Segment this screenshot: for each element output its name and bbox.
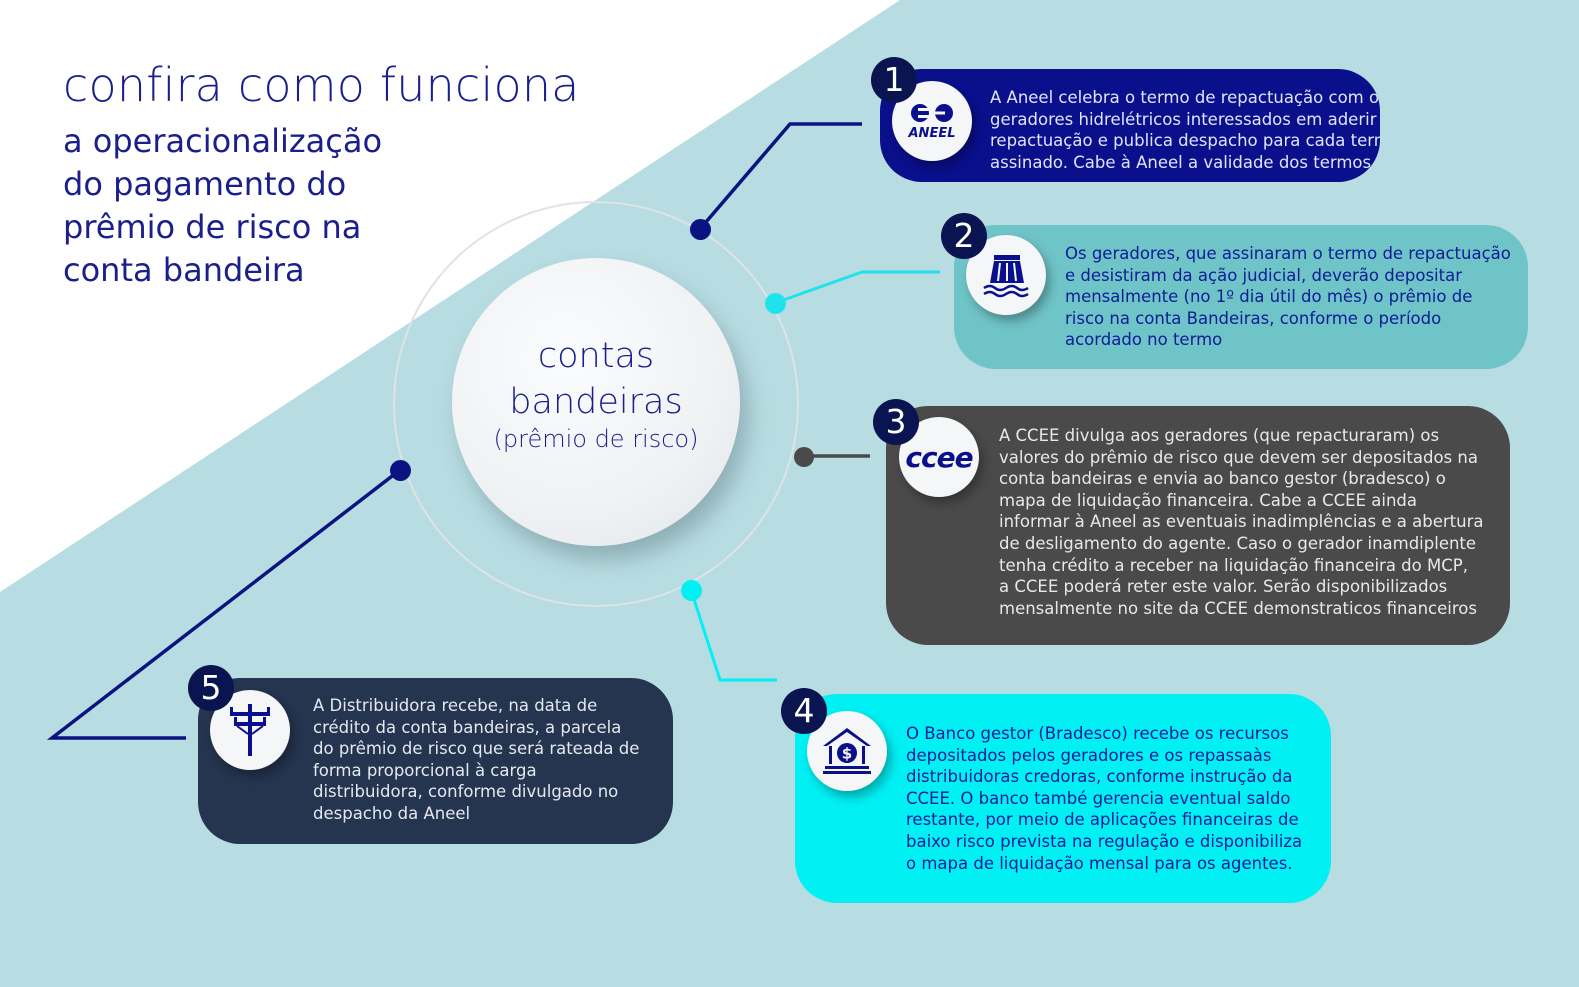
orbit-ring bbox=[393, 201, 799, 607]
step-text-line: mensalmente (no 1º dia útil do mês) o pr… bbox=[1065, 287, 1473, 307]
step-text-line: acordado no termo bbox=[1065, 330, 1223, 350]
step-text-line: baixo risco prevista na regulação e disp… bbox=[906, 831, 1303, 851]
center-circle: contas bandeiras (prêmio de risco) bbox=[452, 258, 740, 546]
step-text-line: e desistiram da ação judicial, deverão d… bbox=[1065, 265, 1462, 285]
step-text-2: Os geradores, que assinaram o termo de r… bbox=[1065, 243, 1511, 351]
step-number-1: 1 bbox=[871, 57, 917, 103]
bank-symbol-icon: $ bbox=[823, 728, 871, 774]
step-number-5: 5 bbox=[188, 665, 234, 711]
connector-1 bbox=[698, 122, 862, 231]
svg-text:$: $ bbox=[842, 745, 852, 763]
orbit-dot-2 bbox=[765, 293, 786, 314]
orbit-dot-4 bbox=[681, 580, 702, 601]
step-card-3: A CCEE divulga aos geradores (que repact… bbox=[886, 406, 1510, 645]
step-text-line: informar à Aneel as eventuais inadimplên… bbox=[999, 512, 1484, 532]
step-text-line: despacho da Aneel bbox=[313, 803, 471, 823]
subtitle-line: prêmio de risco na bbox=[63, 208, 362, 246]
step-text-line: tenha crédito a receber na liquidação fi… bbox=[999, 555, 1468, 575]
step-text-line: geradores hidrelétricos interessados em … bbox=[990, 109, 1380, 129]
step-card-2: Os geradores, que assinaram o termo de r… bbox=[954, 225, 1528, 369]
pole-symbol-icon bbox=[230, 704, 270, 756]
step-text-line: depositados pelos geradores e os repassa… bbox=[906, 745, 1272, 765]
page-subtitle: a operacionalização do pagamento do prêm… bbox=[63, 120, 382, 292]
ccee-logo-text: ccee bbox=[905, 440, 973, 474]
step-number-4: 4 bbox=[781, 688, 827, 734]
step-text-line: a CCEE poderá reter este valor. Serão di… bbox=[999, 577, 1448, 597]
center-label-line1: contas bbox=[537, 336, 655, 376]
step-text-3: A CCEE divulga aos geradores (que repact… bbox=[999, 425, 1483, 619]
step-text-line: A Distribuidora recebe, na data de bbox=[313, 696, 598, 715]
step-text-line: o mapa de liquidação mensal para os agen… bbox=[906, 853, 1293, 873]
step-text-line: O Banco gestor (Bradesco) recebe os recu… bbox=[906, 724, 1289, 743]
connector-5 bbox=[46, 468, 402, 740]
step-card-4: O Banco gestor (Bradesco) recebe os recu… bbox=[795, 694, 1331, 903]
step-text-line: do prêmio de risco que será rateada de bbox=[313, 739, 640, 759]
center-label-line3: (prêmio de risco) bbox=[493, 425, 699, 453]
subtitle-line: a operacionalização bbox=[63, 122, 383, 160]
step-text-line: A CCEE divulga aos geradores (que repact… bbox=[999, 426, 1440, 445]
step-text-line: distribuidoras credoras, conforme instru… bbox=[906, 767, 1293, 787]
step-text-4: O Banco gestor (Bradesco) recebe os recu… bbox=[906, 723, 1302, 874]
step-text-line: CCEE. O banco també gerencia eventual sa… bbox=[906, 788, 1291, 808]
orbit-dot-3 bbox=[794, 447, 814, 467]
orbit-dot-1 bbox=[690, 219, 711, 240]
step-text-line: crédito da conta bandeiras, a parcela bbox=[313, 717, 622, 737]
step-text-line: valores do prêmio de risco que devem ser… bbox=[999, 447, 1478, 467]
step-text-1: A Aneel celebra o termo de repactuação c… bbox=[990, 87, 1380, 173]
step-text-line: distribuidora, conforme divulgado no bbox=[313, 782, 619, 802]
center-label-line2: bandeiras bbox=[509, 382, 683, 422]
page-title: confira como funciona bbox=[63, 58, 580, 112]
orbit-dot-5 bbox=[390, 460, 411, 481]
step-text-line: mapa de liquidação financeira. Cabe a CC… bbox=[999, 490, 1418, 510]
step-text-5: A Distribuidora recebe, na data de crédi… bbox=[313, 695, 639, 825]
aneel-symbol-icon bbox=[911, 103, 953, 122]
step-text-line: conta bandeiras e envia ao banco gestor … bbox=[999, 469, 1446, 489]
power-pole-icon bbox=[210, 690, 290, 770]
step-text-line: restante, por meio de aplicações finance… bbox=[906, 810, 1299, 830]
step-text-line: forma proporcional à carga bbox=[313, 760, 537, 780]
subtitle-line: do pagamento do bbox=[63, 165, 347, 203]
step-text-line: repactuação e publica despacho para cada… bbox=[990, 131, 1380, 151]
step-text-line: A Aneel celebra o termo de repactuação c… bbox=[990, 88, 1380, 107]
aneel-logo-text: ANEEL bbox=[908, 125, 956, 141]
step-text-line: assinado. Cabe à Aneel a validade dos te… bbox=[990, 152, 1377, 172]
connector-4 bbox=[689, 589, 777, 682]
step-text-line: mensalmente no site da CCEE demonstratic… bbox=[999, 598, 1477, 618]
step-number-2: 2 bbox=[941, 213, 987, 259]
step-card-1: A Aneel celebra o termo de repactuação c… bbox=[880, 69, 1380, 182]
connector-2 bbox=[774, 270, 940, 305]
step-text-line: risco na conta Bandeiras, conforme o per… bbox=[1065, 308, 1442, 328]
step-text-line: Os geradores, que assinaram o termo de r… bbox=[1065, 244, 1511, 263]
dam-symbol-icon bbox=[983, 255, 1029, 298]
step-number-3: 3 bbox=[873, 399, 919, 445]
step-text-line: de desligamento do agente. Caso o gerado… bbox=[999, 533, 1477, 553]
subtitle-line: conta bandeira bbox=[63, 251, 305, 289]
